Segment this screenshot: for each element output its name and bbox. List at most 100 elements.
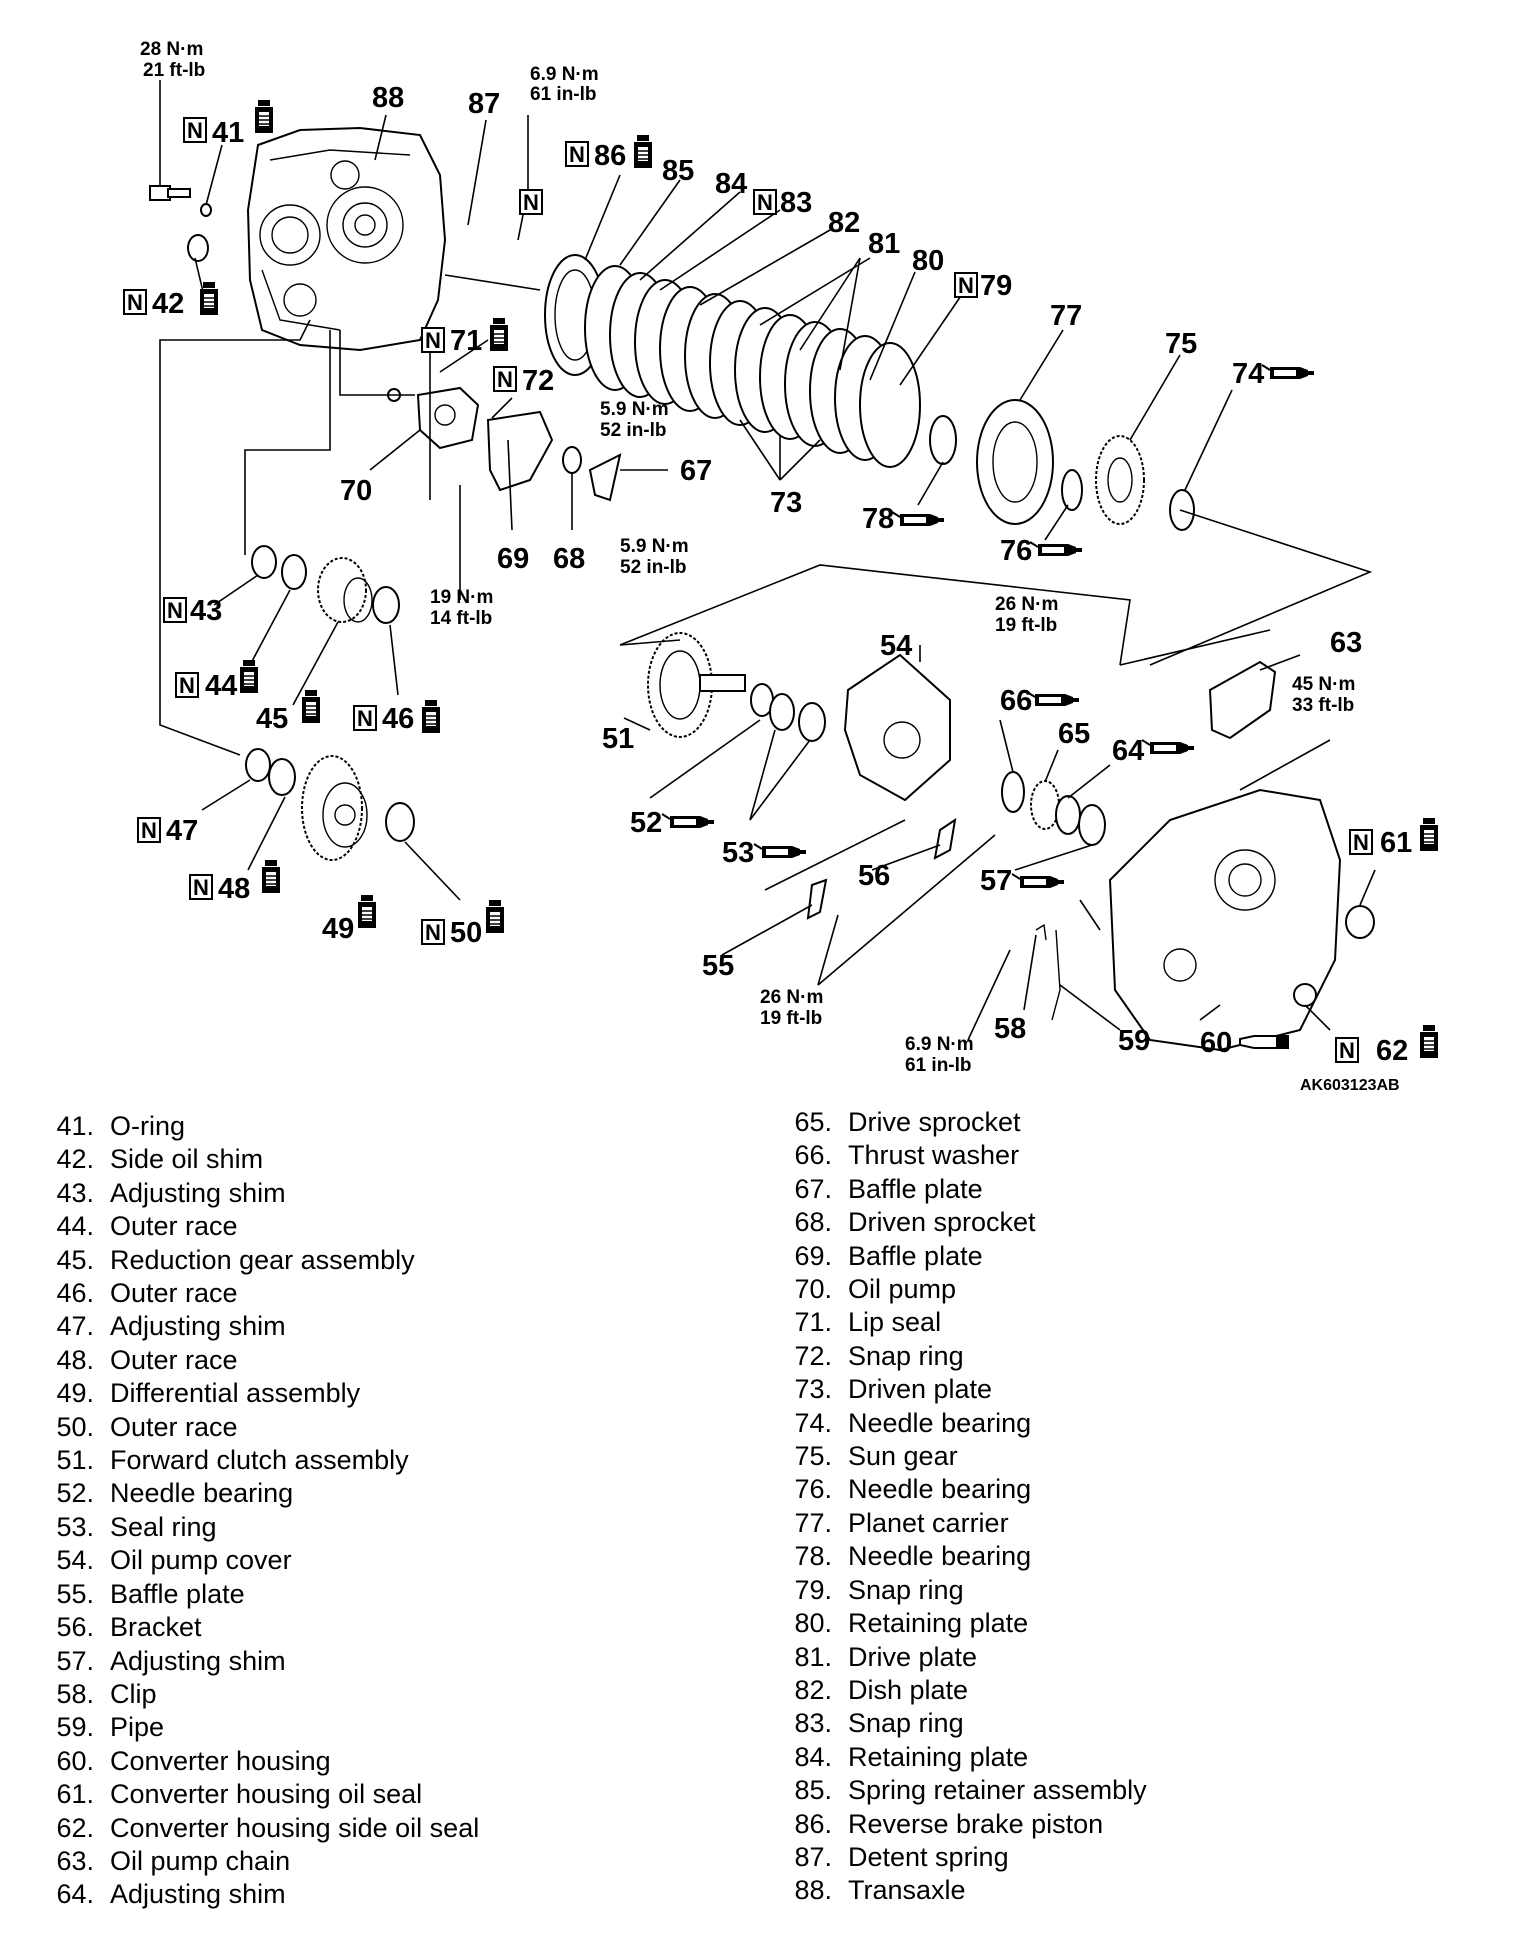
legend-item: 50.Outer race [32, 1411, 479, 1444]
legend-part-name: Transaxle [848, 1875, 966, 1906]
legend-part-name: Outer race [110, 1344, 238, 1375]
legend-item: 66.Thrust washer [770, 1139, 1147, 1172]
label-70: 70 [340, 475, 372, 507]
svg-text:5.9 N·m: 5.9 N·m [620, 536, 689, 557]
legend-part-name: Forward clutch assembly [110, 1445, 409, 1476]
legend-item: 62.Converter housing side oil seal [32, 1812, 479, 1845]
legend-part-name: Snap ring [848, 1708, 964, 1739]
driven-sprocket [562, 446, 582, 474]
legend-part-name: Oil pump [848, 1274, 957, 1305]
legend-item: 65.Drive sprocket [770, 1106, 1147, 1139]
legend-item: 45.Reduction gear assembly [32, 1244, 479, 1277]
legend-part-name: Seal ring [110, 1511, 217, 1542]
legend-item: 72.Snap ring [770, 1340, 1147, 1373]
svg-text:52 in-lb: 52 in-lb [600, 420, 667, 441]
label-44: 44 [205, 670, 237, 702]
legend-number: 80. [794, 1608, 832, 1639]
legend-number: 53. [56, 1511, 94, 1542]
label-54: 54 [880, 630, 912, 662]
legend-item: 56. Bracket [32, 1611, 479, 1644]
legend-number: 57. [56, 1645, 94, 1676]
clutch-plate-stack [584, 265, 921, 468]
svg-text:19 N·m: 19 N·m [430, 587, 493, 608]
legend-item: 47.Adjusting shim [32, 1310, 479, 1343]
legend-number: 79. [794, 1574, 832, 1605]
legend-item: 58.Clip [32, 1678, 479, 1711]
forward-clutch-assembly [647, 632, 746, 738]
label-50: 50 [450, 917, 482, 949]
legend-number: 64. [56, 1879, 94, 1910]
label-48: 48 [218, 873, 250, 905]
baffle-plate-55 [806, 878, 828, 920]
label-77: 77 [1050, 300, 1082, 332]
svg-text:19 ft-lb: 19 ft-lb [760, 1008, 822, 1029]
legend-item: 86.Reverse brake piston [770, 1808, 1147, 1841]
label-49: 49 [322, 913, 354, 945]
svg-text:28 N·m: 28 N·m [140, 39, 203, 60]
legend-number: 56. [56, 1612, 94, 1643]
svg-text:26 N·m: 26 N·m [760, 987, 823, 1008]
legend-number: 55. [56, 1578, 94, 1609]
legend-part-name: Adjusting shim [110, 1177, 286, 1208]
sealant-tube-icon [1239, 1035, 1289, 1049]
legend-part-name: Driven plate [848, 1374, 993, 1405]
legend-part-name: Differential assembly [110, 1378, 361, 1409]
label-78: 78 [862, 503, 894, 535]
legend-item: 87.Detent spring [770, 1841, 1147, 1874]
legend-number: 70. [794, 1274, 832, 1305]
label-62: 62 [1376, 1035, 1408, 1067]
svg-text:6.9 N·m: 6.9 N·m [905, 1034, 974, 1055]
drive-sprocket [1030, 780, 1060, 830]
legend-number: 83. [794, 1708, 832, 1739]
label-80: 80 [912, 245, 944, 277]
svg-text:26 N·m: 26 N·m [995, 594, 1058, 615]
sun-gear [1095, 435, 1145, 525]
legend-item: 82.Dish plate [770, 1674, 1147, 1707]
legend-part-name: Bracket [110, 1612, 202, 1643]
legend-item: 76.Needle bearing [770, 1473, 1147, 1506]
outer-race-48 [268, 758, 296, 796]
legend-number: 62. [56, 1812, 94, 1843]
legend-number: 54. [56, 1545, 94, 1576]
legend-part-name: Adjusting shim [110, 1645, 286, 1676]
seal-ring [769, 693, 826, 742]
svg-text:61 in-lb: 61 in-lb [905, 1055, 972, 1076]
outer-race-50 [385, 802, 415, 842]
label-58: 58 [994, 1013, 1026, 1045]
label-63: 63 [1330, 627, 1362, 659]
legend-part-name: Adjusting shim [110, 1879, 286, 1910]
svg-text:52 in-lb: 52 in-lb [620, 557, 687, 578]
side-oil-shim [187, 234, 209, 262]
o-ring-41 [200, 203, 212, 217]
legend-item: 57. Adjusting shim [32, 1645, 479, 1678]
label-65: 65 [1058, 718, 1090, 750]
label-55: 55 [702, 950, 734, 982]
legend-item: 71.Lip seal [770, 1306, 1147, 1339]
legend-number: 74. [794, 1407, 832, 1438]
outer-race-46 [372, 586, 400, 624]
reduction-gear-assembly [317, 557, 373, 623]
legend-item: 70. Oil pump [770, 1273, 1147, 1306]
legend-item: 48.Outer race [32, 1344, 479, 1377]
label-53: 53 [722, 837, 754, 869]
legend-part-name: Drive sprocket [848, 1107, 1021, 1137]
legend-number: 46. [56, 1278, 94, 1309]
legend-number: 86. [794, 1808, 832, 1839]
label-86: 86 [594, 140, 626, 172]
legend-number: 82. [794, 1674, 832, 1705]
label-60: 60 [1200, 1027, 1232, 1059]
bracket [933, 817, 957, 860]
label-81: 81 [868, 228, 900, 260]
label-85: 85 [662, 155, 694, 187]
legend-number: 63. [56, 1845, 94, 1876]
torque-specs: 28 N·m 21 ft-lb 6.9 N·m 61 in-lb 5.9 N·m… [140, 39, 1355, 1076]
legend-number: 51. [56, 1445, 94, 1476]
legend-item: 84.Retaining plate [770, 1741, 1147, 1774]
svg-text:61 in-lb: 61 in-lb [530, 84, 597, 105]
legend-part-name: Spring retainer assembly [848, 1775, 1147, 1806]
legend-number: 45. [56, 1244, 94, 1275]
legend-item: 51. Forward clutch assembly [32, 1444, 479, 1477]
legend-item: 81.Drive plate [770, 1641, 1147, 1674]
legend-item: 73.Driven plate [770, 1373, 1147, 1406]
